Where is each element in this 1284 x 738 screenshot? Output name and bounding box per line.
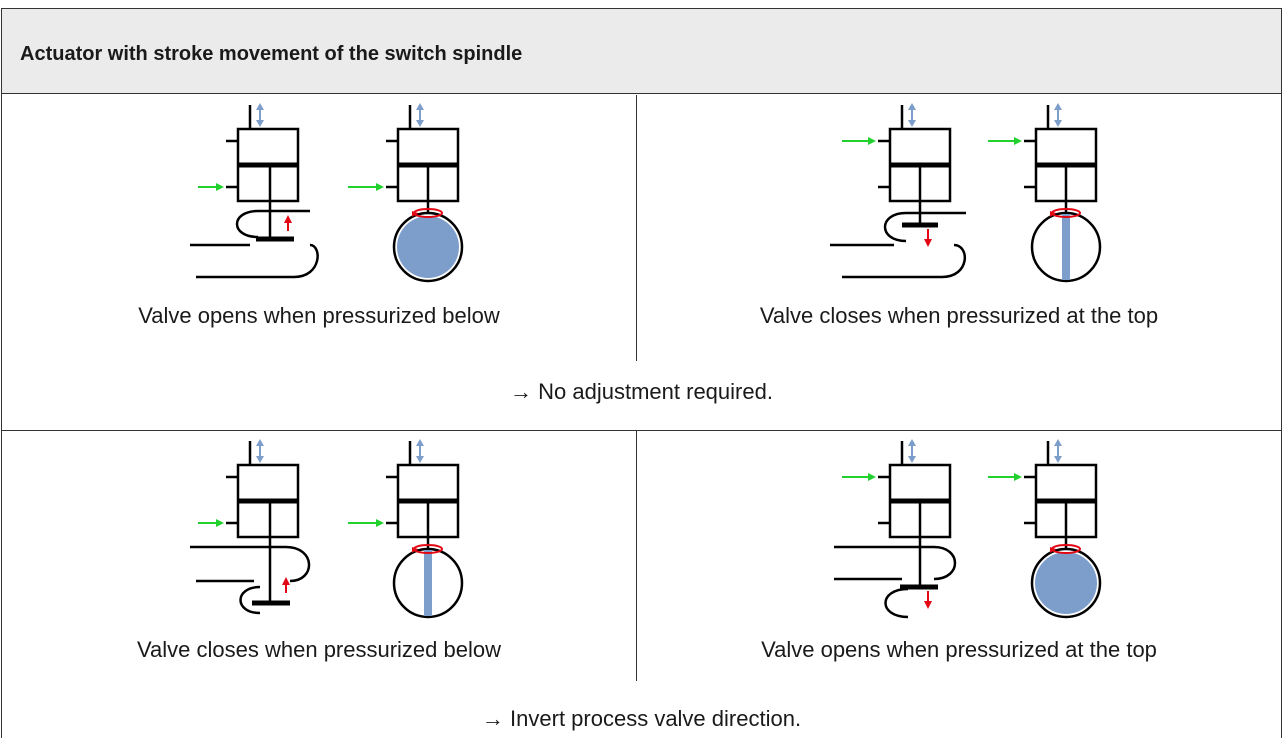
row2-left-caption: Valve closes when pressurized below — [137, 637, 501, 662]
column-divider — [636, 95, 637, 361]
row1-left-caption: Valve opens when pressurized below — [138, 303, 500, 328]
actuator-globe-valve-closes-below — [190, 439, 311, 615]
row2-right-caption: Valve opens when pressurized at the top — [761, 637, 1157, 662]
table-title: Actuator with stroke movement of the swi… — [20, 43, 523, 65]
row1-right-caption: Valve closes when pressurized at the top — [759, 303, 1159, 328]
row-divider — [2, 430, 1281, 431]
actuator-ball-valve-closed — [988, 103, 1102, 283]
actuator-globe-valve-opens-top — [834, 439, 957, 619]
actuator-ball-valve-closed — [348, 439, 464, 619]
actuator-globe-valve-closes-top — [830, 103, 967, 279]
row2-conclusion: → Invert process valve direction. — [481, 706, 802, 731]
actuator-ball-valve-open — [988, 439, 1102, 619]
comparison-table: Actuator with stroke movement of the swi… — [1, 8, 1282, 738]
row1-conclusion: → No adjustment required. — [510, 379, 773, 404]
actuator-ball-valve-open — [348, 103, 464, 283]
table-header: Actuator with stroke movement of the swi… — [2, 9, 1281, 94]
column-divider — [636, 431, 637, 681]
actuator-globe-valve-opens-below — [190, 103, 319, 279]
